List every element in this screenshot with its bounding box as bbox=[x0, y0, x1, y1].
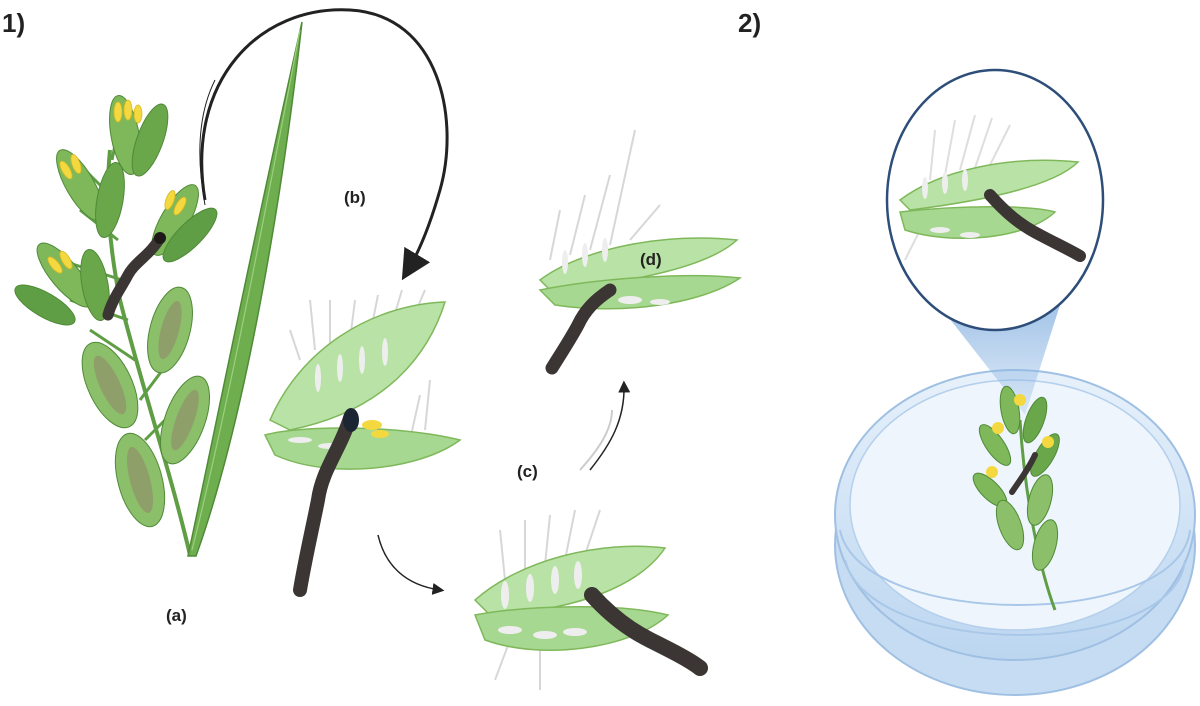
magnifier-cone bbox=[935, 300, 1060, 415]
larva-exiting bbox=[545, 283, 617, 375]
larva-entering bbox=[293, 411, 357, 597]
spikelet-feeding bbox=[473, 509, 708, 690]
step-b-label: (b) bbox=[344, 188, 366, 207]
arrow-to-feeding bbox=[377, 534, 445, 595]
panel-1-label: 1) bbox=[2, 8, 26, 38]
larva-on-panicle bbox=[102, 232, 166, 321]
grain-group bbox=[81, 286, 211, 528]
spikelet-entry bbox=[263, 289, 462, 597]
lens-larva bbox=[984, 189, 1086, 262]
step-a-label: (a) bbox=[166, 606, 187, 625]
step-c-label: (c) bbox=[517, 462, 538, 481]
larva-feeding bbox=[584, 587, 708, 676]
arrow-c bbox=[589, 380, 631, 471]
dish-panicle bbox=[972, 385, 1060, 611]
magnifier-lens bbox=[885, 68, 1105, 332]
open-floret-group bbox=[14, 95, 218, 326]
panel-2-label: 2) bbox=[738, 8, 762, 38]
rice-panicle bbox=[14, 21, 303, 557]
dish-larva bbox=[1009, 452, 1038, 495]
spikelet-exit bbox=[538, 129, 743, 375]
arrow-b bbox=[200, 8, 449, 281]
step-d-label: (d) bbox=[640, 250, 662, 269]
